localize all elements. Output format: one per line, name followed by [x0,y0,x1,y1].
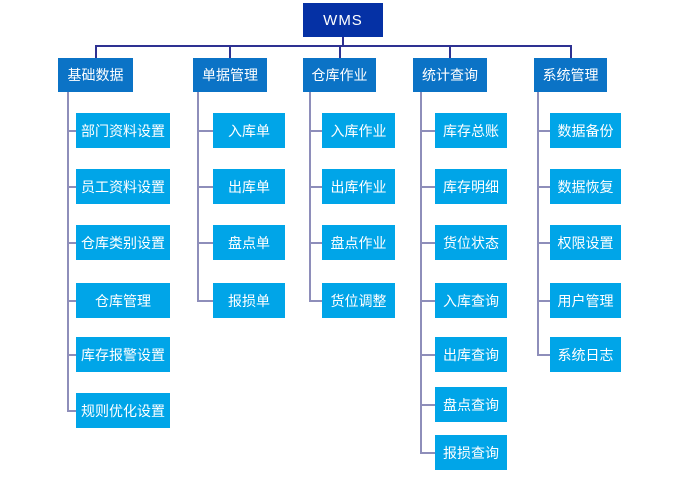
leaf-node-3-6: 报损查询 [435,435,507,470]
leaf-node-0-1: 员工资料设置 [76,169,170,204]
connector-leaf-stub [67,186,76,188]
leaf-node-3-1: 库存明细 [435,169,507,204]
connector-root-stub [342,37,344,47]
connector-leaf-stub [420,404,435,406]
leaf-node-3-2: 货位状态 [435,225,507,260]
leaf-node-3-3: 入库查询 [435,283,507,318]
leaf-node-4-4: 系统日志 [550,337,621,372]
connector-leaf-stub [537,130,550,132]
connector-leaf-stub [197,300,213,302]
connector-top-bus [94,45,572,47]
leaf-node-2-1: 出库作业 [322,169,395,204]
branch-node-0: 基础数据 [58,58,133,92]
leaf-node-4-0: 数据备份 [550,113,621,148]
branch-node-2: 仓库作业 [303,58,376,92]
connector-leaf-stub [420,354,435,356]
connector-branch-stub [229,45,231,58]
connector-leaf-stub [67,242,76,244]
connector-trunk [309,92,311,302]
connector-trunk [67,92,69,412]
leaf-node-0-5: 规则优化设置 [76,393,170,428]
connector-leaf-stub [309,242,322,244]
leaf-node-1-3: 报损单 [213,283,285,318]
branch-node-4: 系统管理 [534,58,607,92]
leaf-node-3-0: 库存总账 [435,113,507,148]
connector-leaf-stub [420,300,435,302]
connector-leaf-stub [67,300,76,302]
leaf-node-3-5: 盘点查询 [435,387,507,422]
connector-branch-stub [449,45,451,58]
connector-leaf-stub [197,242,213,244]
connector-leaf-stub [420,242,435,244]
connector-leaf-stub [309,130,322,132]
connector-leaf-stub [537,300,550,302]
connector-leaf-stub [67,410,76,412]
connector-leaf-stub [537,242,550,244]
connector-branch-stub [94,45,97,58]
connector-trunk [537,92,539,356]
leaf-node-0-3: 仓库管理 [76,283,170,318]
leaf-node-2-2: 盘点作业 [322,225,395,260]
leaf-node-1-2: 盘点单 [213,225,285,260]
leaf-node-3-4: 出库查询 [435,337,507,372]
branch-node-3: 统计查询 [413,58,487,92]
connector-leaf-stub [67,130,76,132]
connector-branch-stub [338,45,341,58]
connector-trunk [197,92,199,302]
connector-leaf-stub [420,130,435,132]
leaf-node-4-3: 用户管理 [550,283,621,318]
root-node-wms: WMS [303,3,383,37]
leaf-node-1-0: 入库单 [213,113,285,148]
connector-leaf-stub [67,354,76,356]
connector-trunk [420,92,422,454]
leaf-node-2-3: 货位调整 [322,283,395,318]
leaf-node-2-0: 入库作业 [322,113,395,148]
connector-leaf-stub [420,452,435,454]
connector-leaf-stub [537,354,550,356]
connector-leaf-stub [197,130,213,132]
connector-leaf-stub [309,300,322,302]
leaf-node-4-2: 权限设置 [550,225,621,260]
connector-leaf-stub [309,186,322,188]
leaf-node-0-0: 部门资料设置 [76,113,170,148]
connector-branch-stub [569,45,572,58]
branch-node-1: 单据管理 [193,58,267,92]
leaf-node-4-1: 数据恢复 [550,169,621,204]
connector-leaf-stub [197,186,213,188]
leaf-node-1-1: 出库单 [213,169,285,204]
leaf-node-0-4: 库存报警设置 [76,337,170,372]
connector-leaf-stub [537,186,550,188]
leaf-node-0-2: 仓库类别设置 [76,225,170,260]
connector-leaf-stub [420,186,435,188]
